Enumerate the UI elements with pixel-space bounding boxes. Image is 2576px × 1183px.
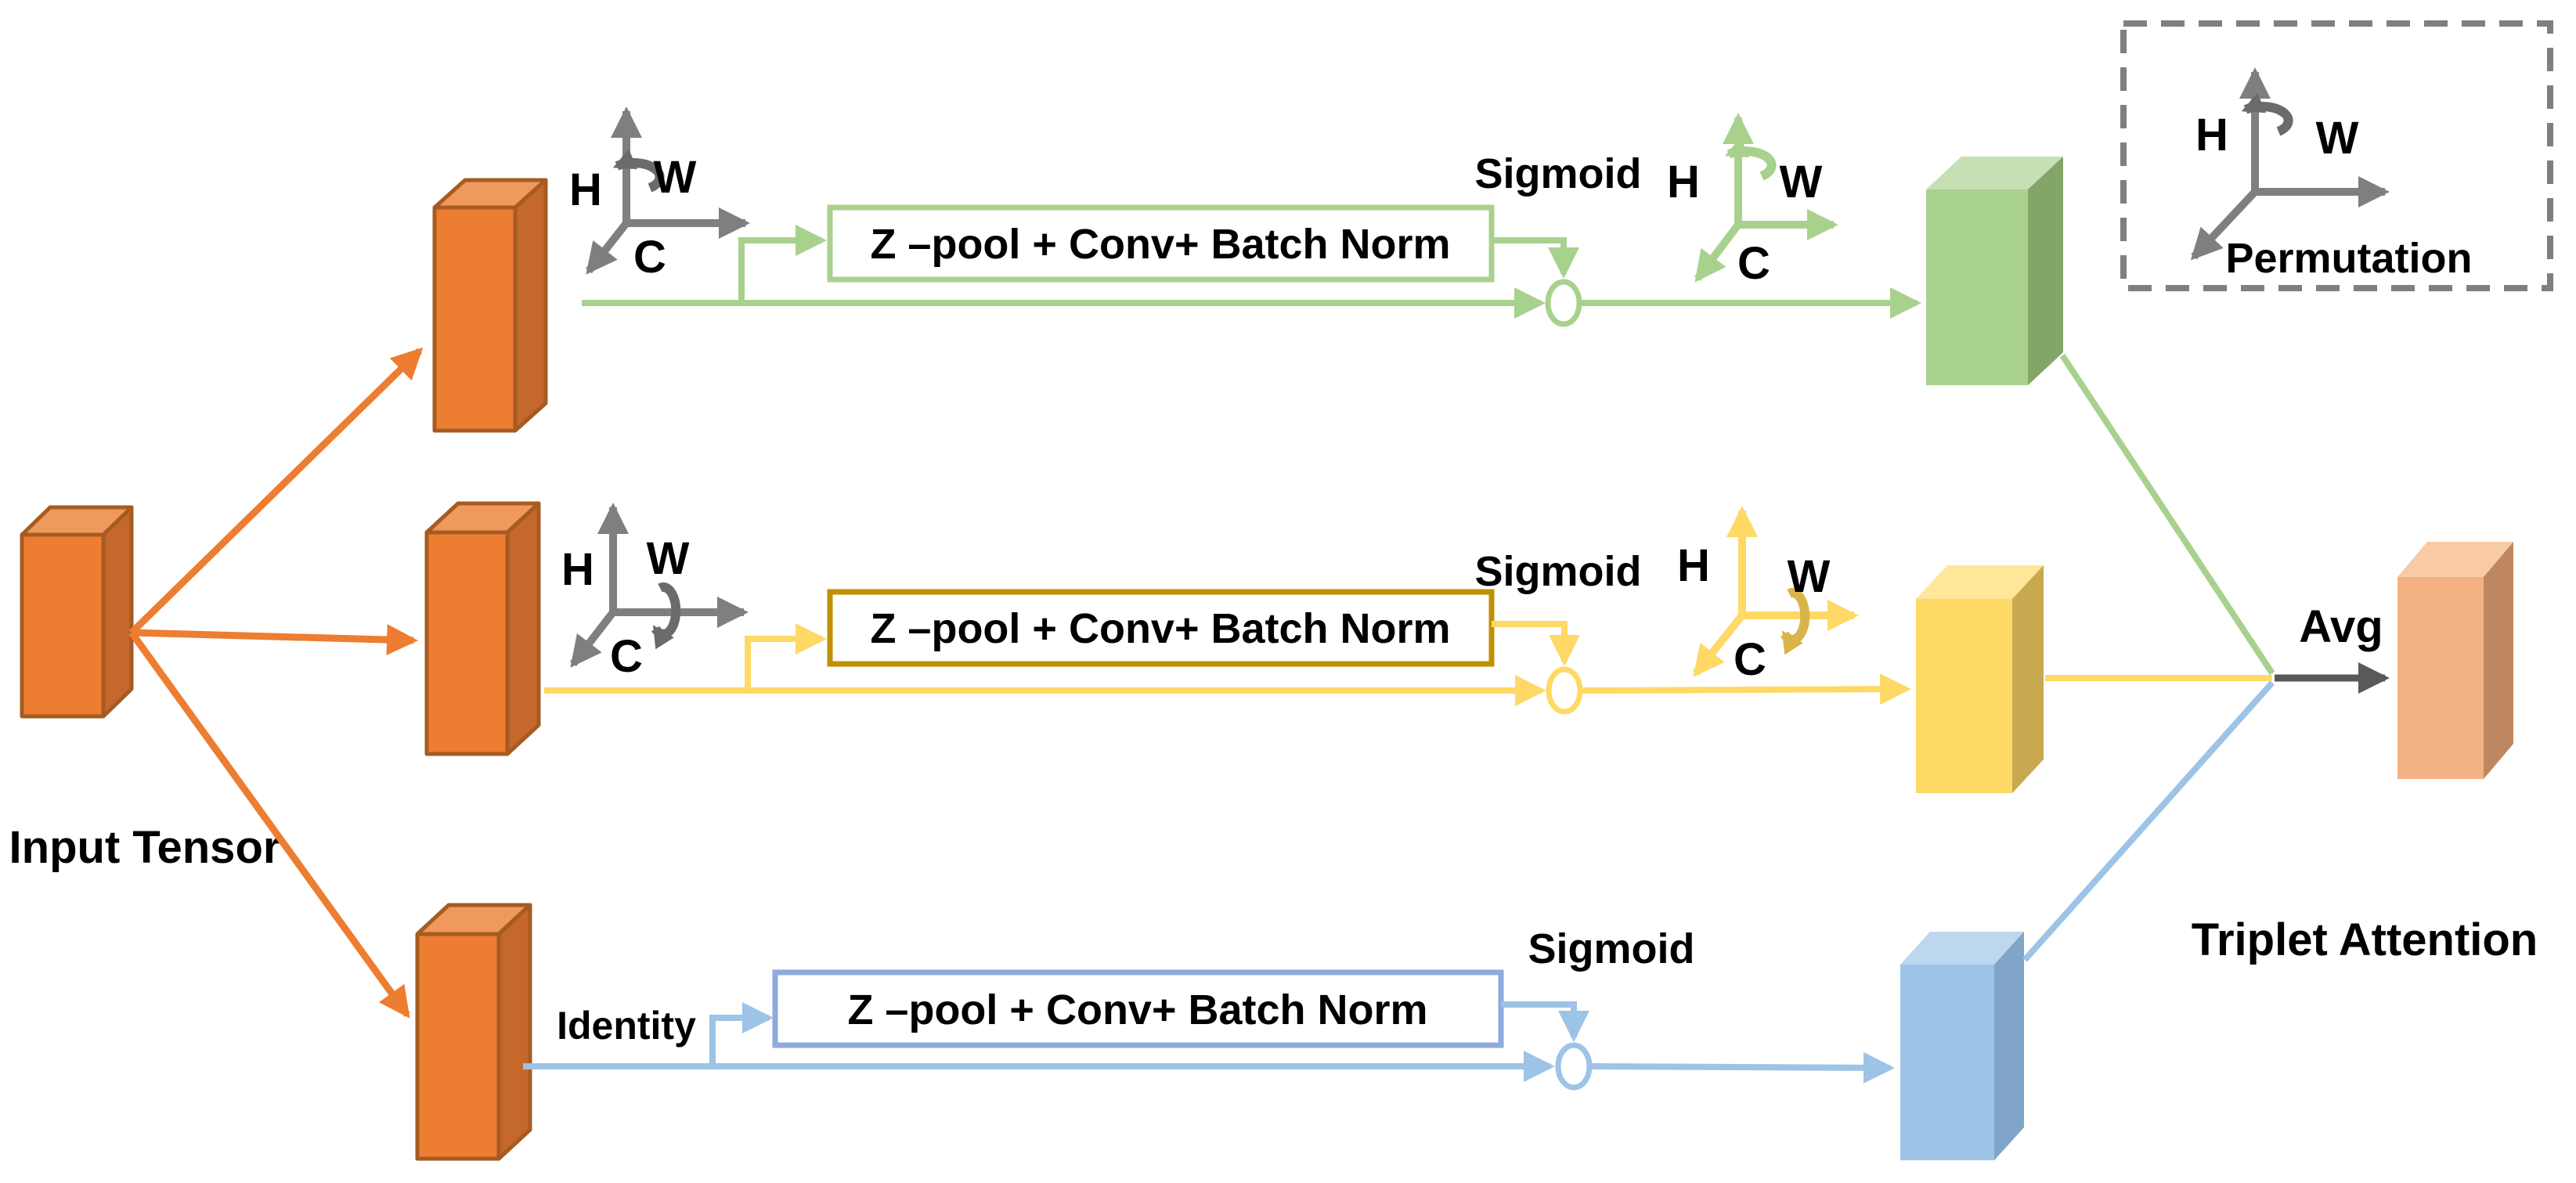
output-tensor-front-face (2397, 577, 2484, 779)
bottom-result-to-junction (2022, 680, 2275, 962)
top-branch-into-block (738, 225, 827, 303)
middle-sigmoid-label: Sigmoid (1475, 548, 1642, 595)
middle-branch-tensor-box (424, 501, 541, 756)
axis-diagonal (586, 220, 630, 275)
middle-tensor-side-face (505, 501, 541, 756)
bottom-result-side-face (1994, 932, 2024, 1160)
input-tensor-box (20, 505, 134, 719)
axis-label-c: C (1737, 238, 1770, 289)
bottom-branch-into-block (709, 1002, 774, 1066)
input-tensor-label: Input Tensor (9, 822, 281, 873)
top-result-top-face (1926, 157, 2063, 189)
top-tensor-front-face (432, 205, 518, 433)
top-multiply-circle (1545, 279, 1582, 327)
middle-block-to-multiply (1492, 621, 1580, 666)
middle-multiply-circle (1546, 666, 1583, 715)
top-zpool-block (827, 204, 1495, 283)
axis-label-c: C (633, 232, 666, 283)
middle-result-top-face (1916, 565, 2044, 599)
top-result-side-face (2028, 157, 2063, 385)
axis-label-c: C (610, 631, 643, 682)
input-arrow-to-top-branch (128, 347, 424, 636)
triplet-attention-label: Triplet Attention (2192, 914, 2538, 965)
input-arrow-to-middle-branch (131, 624, 418, 656)
input-tensor-front-face (20, 532, 106, 719)
bottom-multiply-circle (1555, 1042, 1593, 1091)
middle-zpool-block (827, 589, 1495, 667)
axis-label-w: W (654, 152, 697, 203)
bottom-tensor-front-face (415, 932, 501, 1161)
top-result-to-junction (2059, 353, 2275, 676)
branch-middle: H W C Z –pool + Conv+ Batch Norm Sigmoid… (424, 501, 2272, 793)
legend-dashed-border (2120, 20, 2553, 291)
top-branch-axes-after: H W C (1667, 113, 1838, 289)
bottom-result-top-face (1900, 932, 2024, 965)
top-branch-tensor-box (432, 178, 548, 433)
rotation-icon (612, 149, 665, 193)
bottom-block-to-multiply (1501, 1001, 1589, 1042)
output-tensor-box (2397, 542, 2513, 779)
bottom-zpool-block (772, 969, 1504, 1048)
input-arrow-to-bottom-branch (128, 630, 410, 1019)
output-tensor-top-face (2397, 542, 2513, 577)
axis-label-w: W (1780, 157, 1823, 207)
permutation-legend: H W Permutation (2120, 20, 2553, 291)
bottom-line-to-result (1590, 1051, 1895, 1084)
axis-label-h: H (1677, 540, 1710, 591)
rotation-icon (2241, 92, 2293, 136)
middle-branch-into-block (745, 623, 827, 691)
axis-label-c: C (1734, 634, 1766, 685)
middle-result-side-face (2012, 565, 2044, 793)
axis-label-h: H (569, 164, 602, 215)
input-tensor-side-face (101, 505, 134, 719)
bottom-result-box (1900, 932, 2024, 1160)
bottom-zpool-label: Z –pool + Conv+ Batch Norm (847, 986, 1427, 1033)
top-result-front-face (1926, 189, 2028, 385)
axis-diagonal (1694, 222, 1741, 283)
top-branch-axes-before: H W C (569, 106, 750, 283)
axis-diagonal (2190, 189, 2258, 261)
bottom-branch-tensor-box (415, 903, 532, 1161)
branch-top: H W C Z –pool + Conv+ Batch Norm Sigmoid… (432, 106, 2275, 676)
axis-label-w: W (647, 533, 690, 584)
axis-label-h: H (561, 544, 594, 595)
top-zpool-label: Z –pool + Conv+ Batch Norm (870, 221, 1450, 268)
bottom-tensor-side-face (496, 903, 532, 1161)
axis-diagonal (1693, 612, 1745, 677)
rotation-icon (651, 582, 681, 650)
top-tensor-side-face (513, 178, 548, 433)
bottom-sigmoid-label: Sigmoid (1528, 925, 1695, 972)
axis-label-h: H (1667, 157, 1700, 207)
middle-tensor-front-face (424, 530, 510, 756)
middle-zpool-label: Z –pool + Conv+ Batch Norm (870, 605, 1450, 652)
top-block-to-multiply (1492, 237, 1579, 279)
axis-label-h: H (2195, 110, 2228, 160)
rotation-icon (1780, 587, 1810, 655)
middle-result-front-face (1916, 599, 2012, 793)
top-result-box (1926, 157, 2063, 385)
permutation-label: Permutation (2225, 235, 2472, 282)
axis-label-w: W (2316, 113, 2359, 164)
top-sigmoid-label: Sigmoid (1475, 150, 1642, 197)
axis-diagonal (570, 609, 616, 668)
axis-label-w: W (1788, 551, 1831, 602)
bottom-result-front-face (1900, 965, 1994, 1160)
output-tensor-side-face (2484, 542, 2513, 779)
middle-branch-axes-after: H W C (1677, 506, 1859, 685)
middle-line-to-result (1581, 673, 1911, 705)
rotation-icon (1724, 137, 1777, 181)
avg-label: Avg (2299, 601, 2383, 652)
middle-branch-axes-before: H W C (561, 503, 749, 682)
identity-label: Identity (557, 1004, 696, 1048)
input-fan-arrows (128, 347, 424, 1019)
average-and-output: Avg Triplet Attention (2192, 542, 2538, 965)
middle-result-box (1916, 565, 2044, 793)
branch-bottom: Identity Z –pool + Conv+ Batch Norm Sigm… (415, 680, 2275, 1161)
